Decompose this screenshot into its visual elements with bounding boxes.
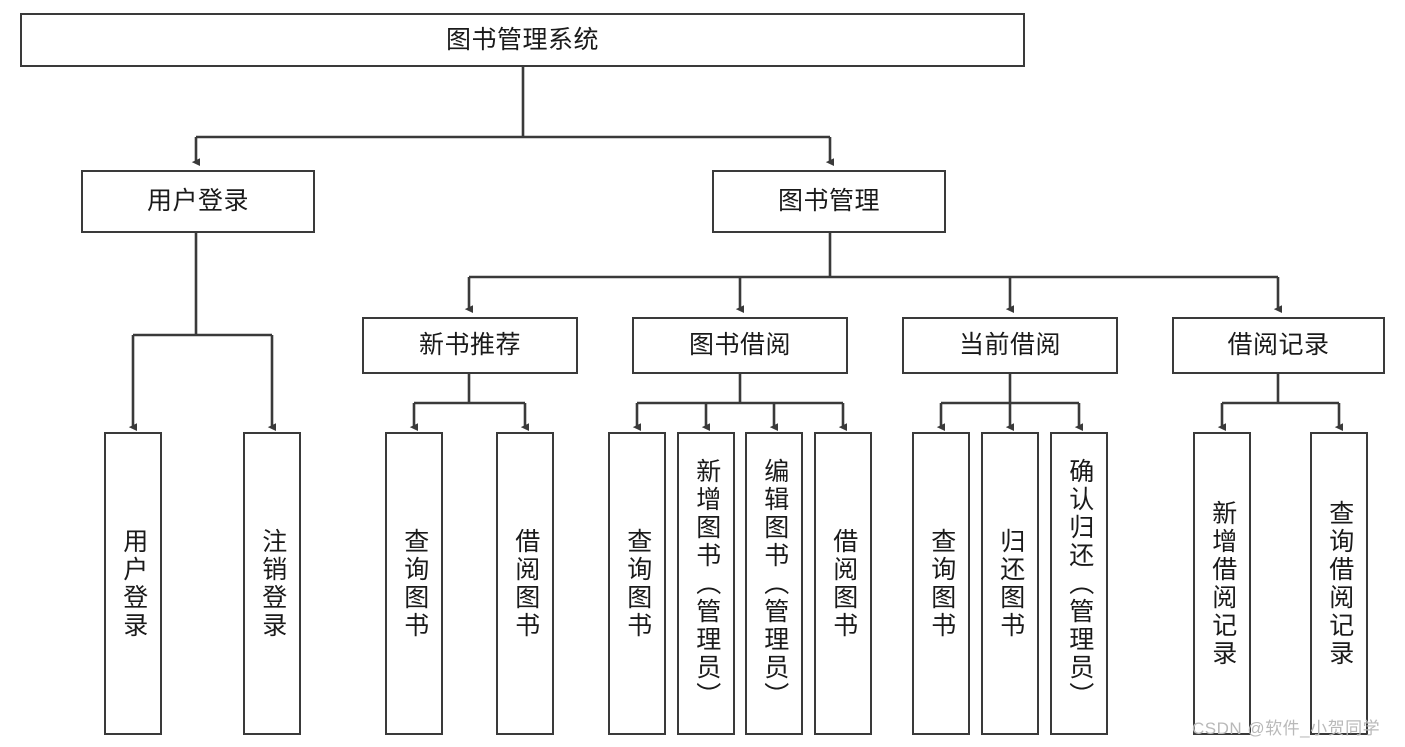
node-label: 查询图书 (623, 527, 652, 640)
node-root-system[interactable]: 图书管理系统 (20, 13, 1025, 67)
leaf-current-confirm-return-admin[interactable]: 确认归还（管理员） (1050, 432, 1108, 735)
node-label: 借阅记录 (1227, 331, 1330, 359)
leaf-user-login-login[interactable]: 用户登录 (104, 432, 162, 735)
node-label: 新增借阅记录 (1208, 499, 1237, 668)
node-book-borrow[interactable]: 图书借阅 (632, 317, 848, 374)
node-label: 确认归还（管理员） (1065, 457, 1094, 710)
node-label: 图书管理 (777, 187, 880, 215)
leaf-record-query-record[interactable]: 查询借阅记录 (1310, 432, 1368, 735)
node-label: 借阅图书 (511, 527, 540, 640)
node-label: 新增图书（管理员） (692, 457, 721, 710)
leaf-recommend-borrow-book[interactable]: 借阅图书 (496, 432, 554, 735)
node-label: 归还图书 (996, 527, 1025, 640)
node-label: 图书管理系统 (445, 25, 599, 54)
leaf-borrow-add-book-admin[interactable]: 新增图书（管理员） (677, 432, 735, 735)
leaf-borrow-borrow-book[interactable]: 借阅图书 (814, 432, 872, 735)
leaf-borrow-edit-book-admin[interactable]: 编辑图书（管理员） (745, 432, 803, 735)
node-user-login[interactable]: 用户登录 (81, 170, 315, 233)
node-label: 新书推荐 (418, 331, 521, 359)
leaf-current-query-book[interactable]: 查询图书 (912, 432, 970, 735)
node-label: 当前借阅 (958, 331, 1061, 359)
leaf-record-add-record[interactable]: 新增借阅记录 (1193, 432, 1251, 735)
node-label: 图书借阅 (688, 331, 791, 359)
leaf-user-login-logout[interactable]: 注销登录 (243, 432, 301, 735)
node-label: 注销登录 (258, 527, 287, 640)
node-label: 编辑图书（管理员） (760, 457, 789, 710)
watermark: CSDN @软件_小贺同学 (1192, 719, 1381, 738)
node-new-book-recommend[interactable]: 新书推荐 (362, 317, 578, 374)
node-label: 借阅图书 (829, 527, 858, 640)
leaf-current-return-book[interactable]: 归还图书 (981, 432, 1039, 735)
node-borrow-record[interactable]: 借阅记录 (1172, 317, 1385, 374)
leaf-recommend-query-book[interactable]: 查询图书 (385, 432, 443, 735)
node-book-management[interactable]: 图书管理 (712, 170, 946, 233)
node-label: 查询借阅记录 (1325, 499, 1354, 668)
node-current-borrow[interactable]: 当前借阅 (902, 317, 1118, 374)
node-label: 用户登录 (146, 187, 249, 215)
node-label: 用户登录 (119, 527, 148, 640)
node-label: 查询图书 (400, 527, 429, 640)
leaf-borrow-query-book[interactable]: 查询图书 (608, 432, 666, 735)
node-label: 查询图书 (927, 527, 956, 640)
